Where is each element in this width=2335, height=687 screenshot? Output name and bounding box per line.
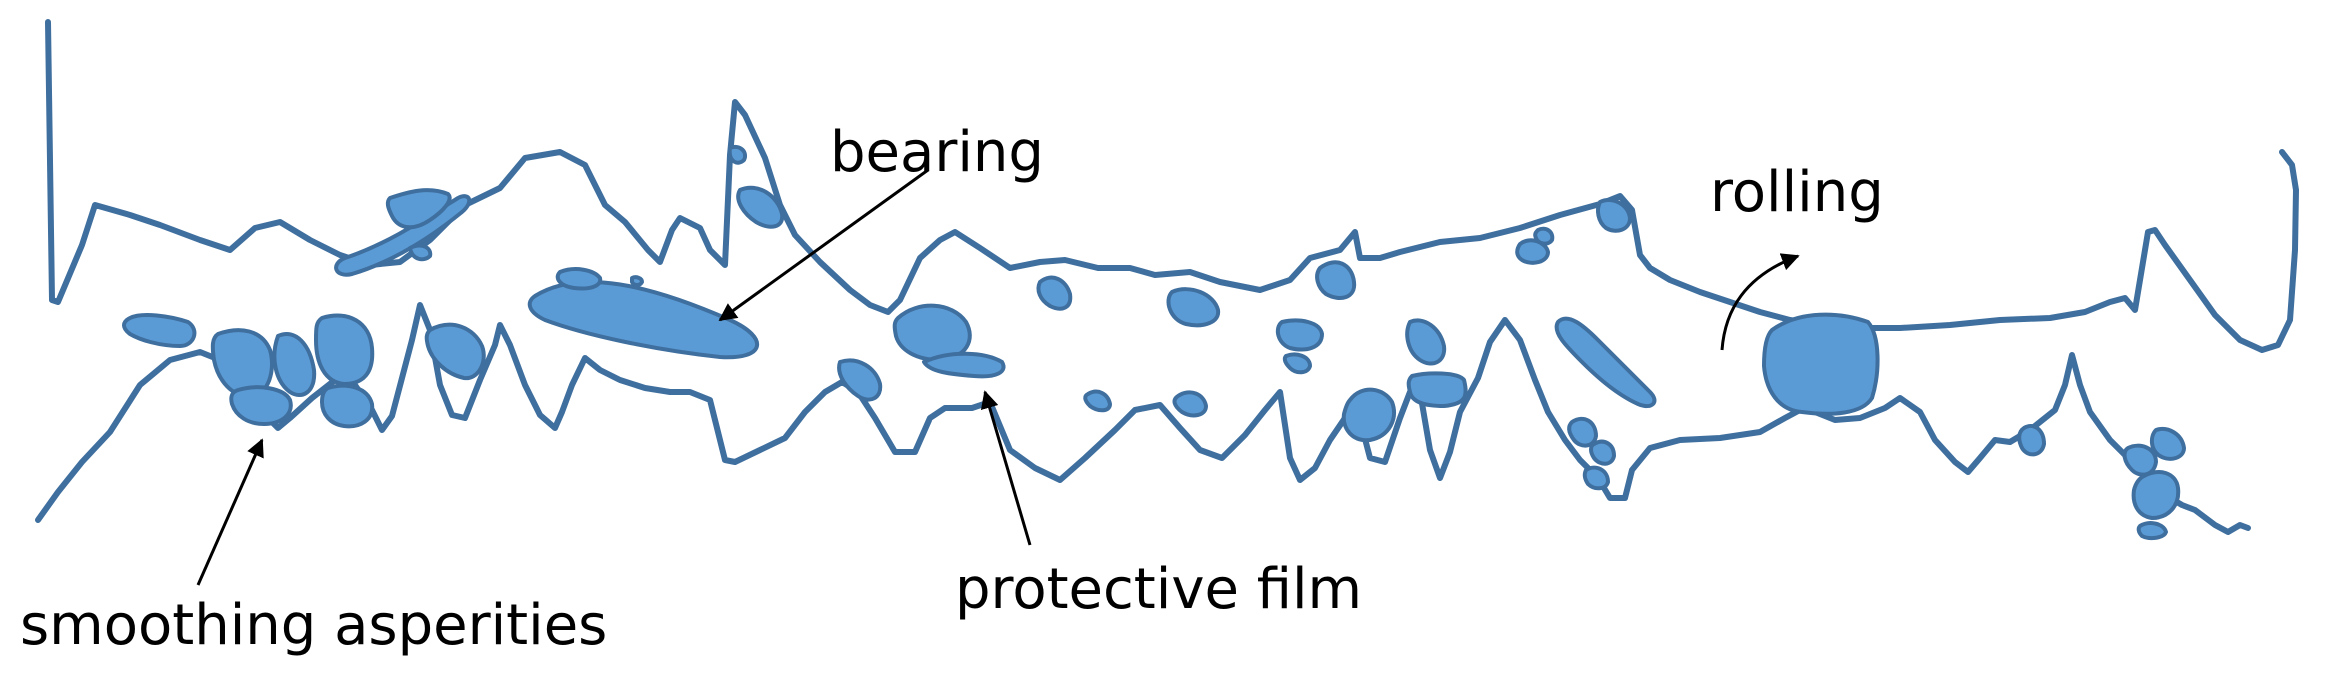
particle xyxy=(316,316,372,384)
label-smoothing-asperities: smoothing asperities xyxy=(20,598,607,654)
particle xyxy=(839,360,880,399)
particle xyxy=(730,147,745,163)
particle xyxy=(1285,354,1310,372)
particle xyxy=(1569,419,1596,446)
particle xyxy=(1407,320,1444,363)
particle xyxy=(1038,278,1070,309)
protective-film-arrow xyxy=(985,392,1030,545)
particle xyxy=(322,386,372,427)
label-protective-film: protective film xyxy=(955,562,1362,618)
particle xyxy=(410,246,430,260)
particle xyxy=(231,387,291,424)
particle xyxy=(1764,315,1878,414)
particle xyxy=(2139,523,2166,538)
particle xyxy=(895,306,970,360)
particle xyxy=(2125,446,2156,475)
particle xyxy=(274,334,314,395)
label-rolling: rolling xyxy=(1710,165,1884,221)
particle xyxy=(1085,392,1110,411)
particle xyxy=(924,354,1004,377)
particle xyxy=(1168,289,1218,325)
label-bearing: bearing xyxy=(830,125,1044,181)
particle xyxy=(1175,392,1206,415)
particle xyxy=(632,277,642,285)
particle xyxy=(2134,472,2179,518)
particle xyxy=(2152,429,2184,459)
particle xyxy=(124,315,194,346)
particle xyxy=(1344,390,1394,441)
particle xyxy=(1317,262,1354,298)
particle xyxy=(1598,200,1630,231)
smoothing-asperities-arrow xyxy=(198,440,262,585)
particle xyxy=(1409,373,1466,406)
particle xyxy=(1278,321,1322,350)
particle xyxy=(2019,426,2044,454)
particle xyxy=(1591,442,1614,464)
particle xyxy=(1535,229,1552,244)
particle xyxy=(1557,319,1655,406)
particle xyxy=(1585,468,1608,489)
particle xyxy=(558,269,601,288)
